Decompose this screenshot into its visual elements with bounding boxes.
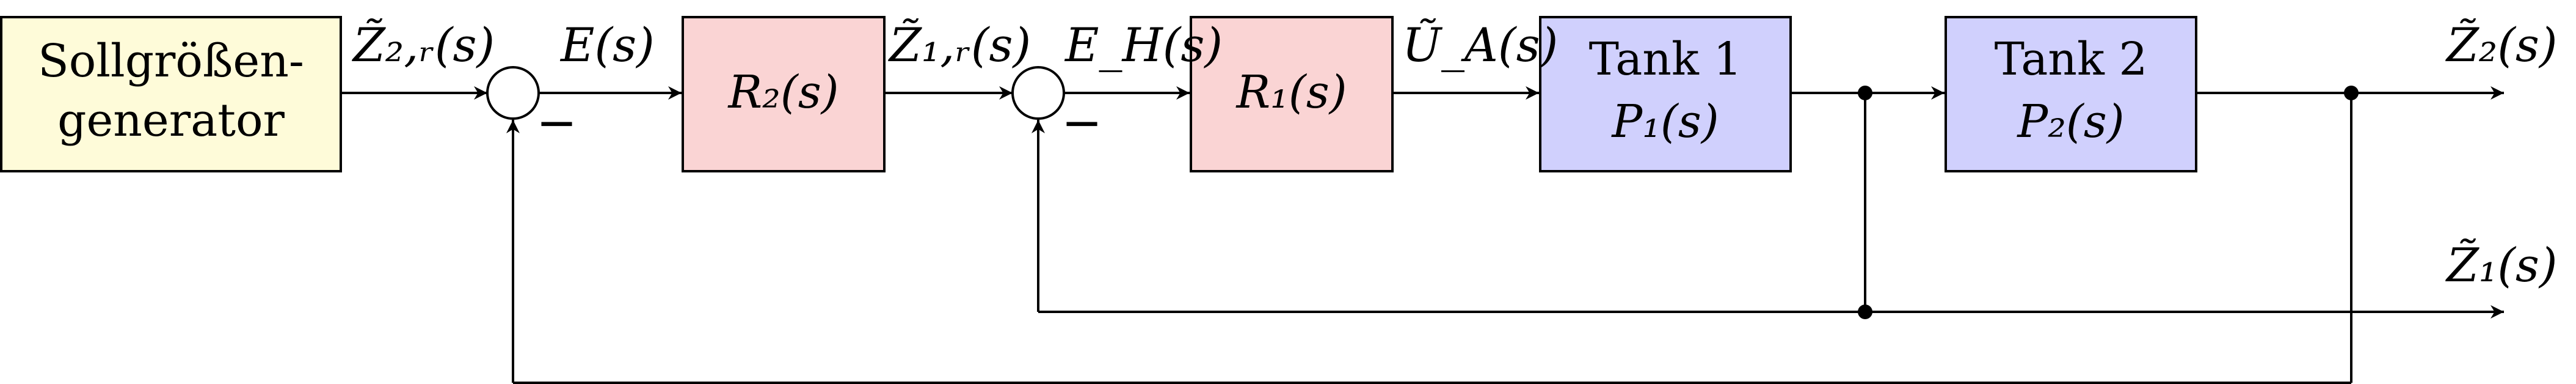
- signal-label-z2r: Z̃₂,ᵣ(s): [352, 17, 495, 72]
- r1-block: R₁(s): [1190, 16, 1394, 172]
- signal-label-z1: Z̃₁(s): [2445, 237, 2558, 292]
- signal-label-z2: Z̃₂(s): [2445, 17, 2558, 72]
- tank2-rect: [1945, 16, 2197, 172]
- junction-dot-tank1-out: [1858, 86, 1872, 100]
- tank1-block: Tank 1 P₁(s): [1539, 16, 1792, 172]
- outer-sum-minus-sign: −: [536, 94, 577, 151]
- tank1-label-line1: Tank 1: [1589, 33, 1742, 86]
- junction-dot-z1-feedback: [1858, 305, 1872, 319]
- r1-rect: [1190, 16, 1394, 172]
- tank1-rect: [1539, 16, 1792, 172]
- signal-label-eh: E_H(s): [1064, 18, 1223, 72]
- r2-block: R₂(s): [682, 16, 886, 172]
- generator-block: Sollgrößen- generator: [0, 16, 342, 172]
- inner-sum-minus-sign: −: [1061, 94, 1102, 151]
- generator-label-line2: generator: [57, 94, 285, 147]
- r1-label: R₁(s): [1235, 66, 1347, 119]
- junction-dot-tank2-out: [2344, 86, 2359, 100]
- inner-sum-junction: [1011, 66, 1065, 120]
- tank2-block: Tank 2 P₂(s): [1945, 16, 2197, 172]
- tank1-label-line2: P₁(s): [1610, 95, 1719, 148]
- tank2-label-line1: Tank 2: [1995, 33, 2148, 86]
- tank2-label-line2: P₂(s): [2016, 95, 2124, 148]
- generator-rect: [0, 16, 342, 172]
- signal-label-z1r: Z̃₁,ᵣ(s): [888, 17, 1031, 72]
- generator-label-line1: Sollgrößen-: [38, 35, 304, 87]
- r2-rect: [682, 16, 886, 172]
- signal-label-ua: Ũ_A(s): [1402, 18, 1558, 72]
- signal-label-e: E(s): [559, 18, 655, 72]
- r2-label: R₂(s): [727, 66, 839, 119]
- outer-sum-junction: [486, 66, 540, 120]
